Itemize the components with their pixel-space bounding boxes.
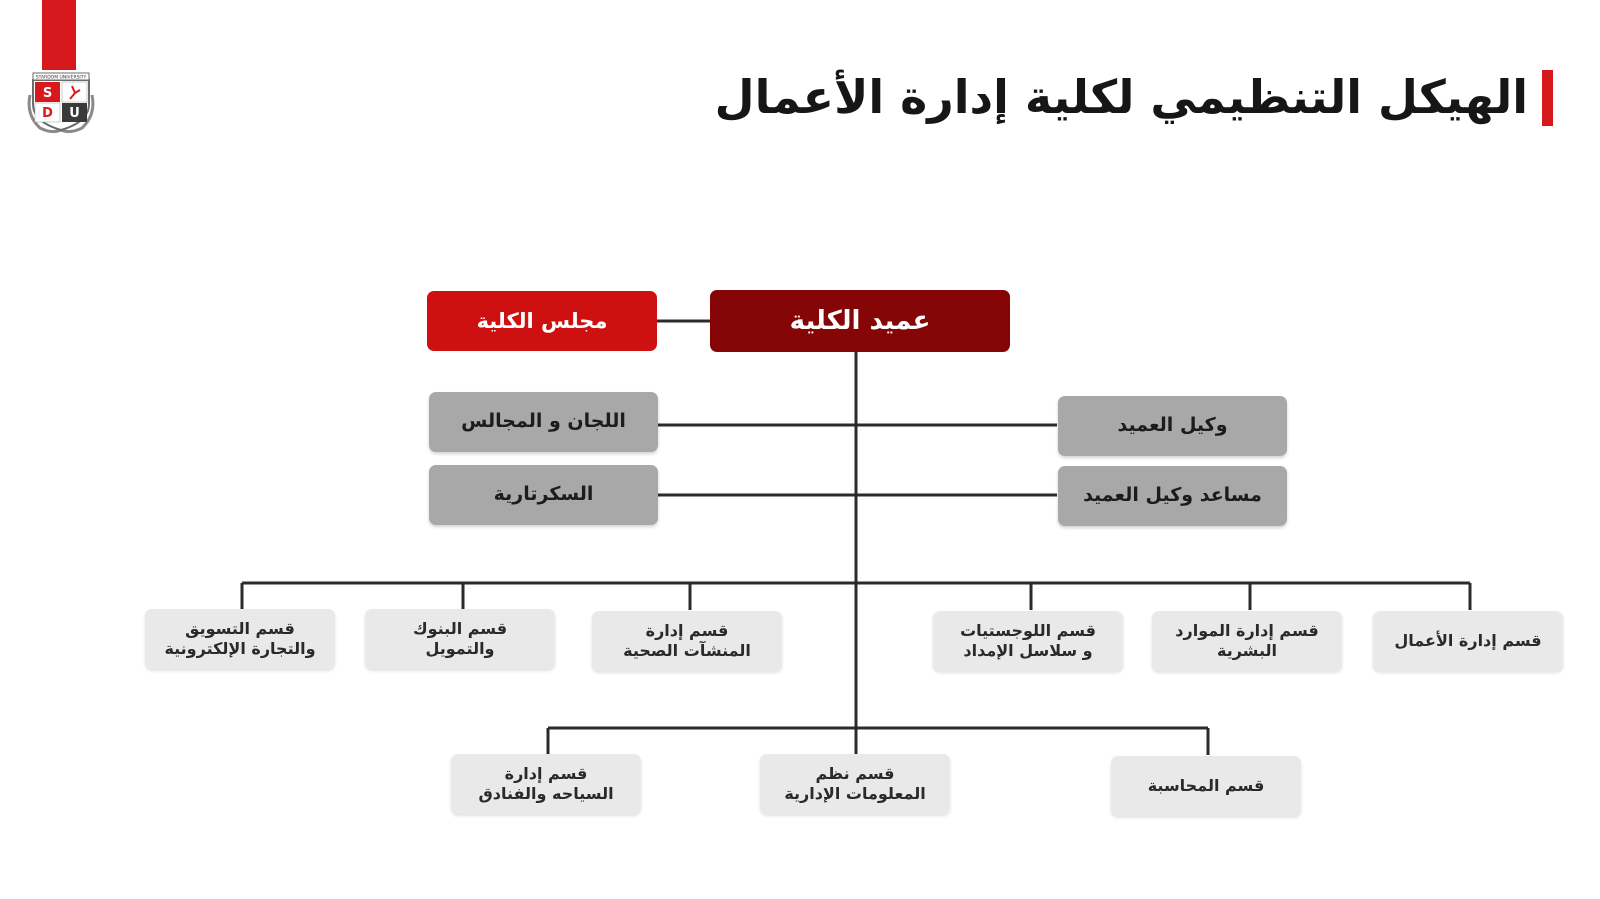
department-label: قسم إدارة الأعمال — [1394, 631, 1542, 650]
logo-letter-s: S — [43, 86, 52, 101]
department-label: قسم إدارة الموارد البشرية — [1175, 621, 1319, 660]
vice-dean-box: وكيل العميد — [1058, 396, 1287, 456]
department-label: قسم التسويق والتجارة الإلكترونية — [164, 619, 316, 658]
vice-dean-label: وكيل العميد — [1117, 414, 1228, 437]
logo-letter-u: U — [69, 106, 80, 121]
department-label: قسم اللوجستيات و سلاسل الإمداد — [960, 621, 1096, 660]
page-title: الهيكل التنظيمي لكلية إدارة الأعمال — [714, 70, 1528, 124]
council-box: مجلس الكلية — [427, 291, 657, 351]
dean-label: عميد الكلية — [789, 305, 931, 336]
department-box: قسم التسويق والتجارة الإلكترونية — [145, 609, 335, 669]
assistant-vice-dean-box: مساعد وكيل العميد — [1058, 466, 1287, 526]
department-box: قسم اللوجستيات و سلاسل الإمداد — [933, 611, 1123, 671]
department-label: قسم نظم المعلومات الإدارية — [784, 764, 926, 803]
department-box: قسم المحاسبة — [1111, 756, 1301, 816]
committees-box: اللجان و المجالس — [429, 392, 658, 452]
logo-letter-d: D — [42, 106, 53, 121]
university-crest-icon: STARDOM UNIVERSITY S D U — [27, 72, 95, 134]
department-label: قسم إدارة المنشآت الصحية — [623, 621, 751, 660]
department-label: قسم إدارة السياحه والفنادق — [478, 764, 614, 803]
secretariat-label: السكرتارية — [493, 483, 594, 506]
council-label: مجلس الكلية — [476, 308, 608, 333]
title-accent-bar — [1542, 70, 1553, 126]
department-box: قسم إدارة المنشآت الصحية — [592, 611, 782, 671]
department-label: قسم البنوك والتمويل — [412, 619, 508, 658]
dean-box: عميد الكلية — [710, 290, 1010, 352]
committees-label: اللجان و المجالس — [461, 410, 626, 433]
assistant-vice-dean-label: مساعد وكيل العميد — [1083, 484, 1262, 507]
secretariat-box: السكرتارية — [429, 465, 658, 525]
university-logo: STARDOM UNIVERSITY S D U — [27, 0, 95, 134]
department-box: قسم نظم المعلومات الإدارية — [760, 754, 950, 814]
logo-ribbon — [42, 0, 76, 70]
department-box: قسم إدارة الموارد البشرية — [1152, 611, 1342, 671]
department-box: قسم إدارة الأعمال — [1373, 611, 1563, 671]
logo-text: STARDOM UNIVERSITY — [36, 75, 87, 81]
department-box: قسم إدارة السياحه والفنادق — [451, 754, 641, 814]
department-label: قسم المحاسبة — [1147, 776, 1265, 795]
department-box: قسم البنوك والتمويل — [365, 609, 555, 669]
